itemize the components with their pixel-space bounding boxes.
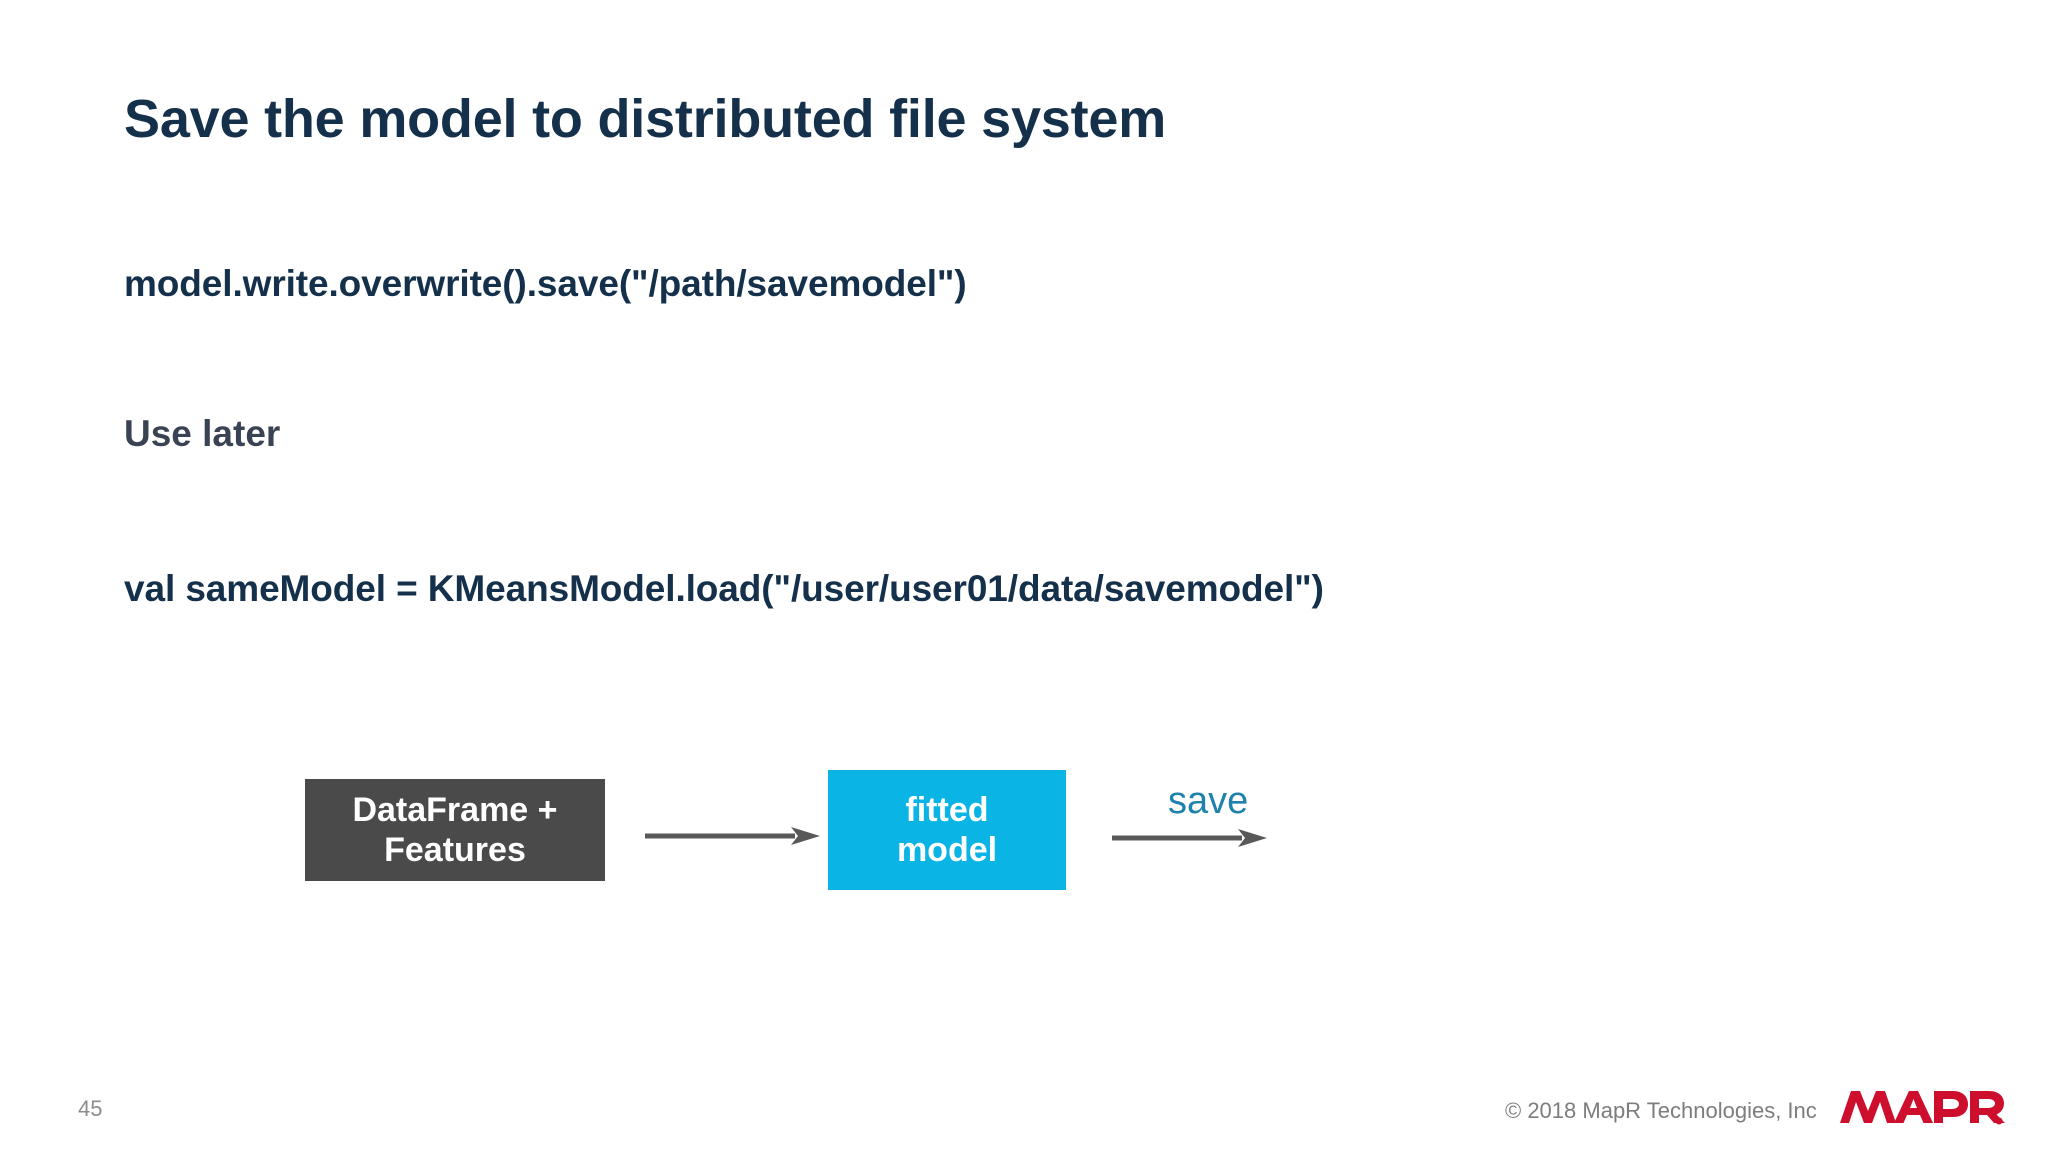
- diagram-node-dataframe-label: DataFrame + Features: [352, 790, 557, 870]
- copyright-text: © 2018 MapR Technologies, Inc: [1505, 1098, 1817, 1123]
- page-title: Save the model to distributed file syste…: [124, 89, 1167, 149]
- diagram-node-fitted-model: fitted model: [828, 770, 1066, 890]
- diagram-node-dataframe-line2: Features: [384, 831, 526, 869]
- diagram-node-fitted-model-line2: model: [896, 831, 998, 869]
- mapr-logo-icon: [1840, 1091, 2005, 1125]
- diagram-node-dataframe: DataFrame + Features: [305, 779, 605, 881]
- diagram-node-fitted-model-line1: fitted: [905, 790, 989, 829]
- diagram-arrow-label-save: save: [1168, 780, 1249, 822]
- page-number: 45: [78, 1096, 103, 1121]
- code-line-load: val sameModel = KMeansModel.load("/user/…: [124, 568, 1324, 609]
- diagram-node-fitted-model-label: fitted model: [897, 790, 997, 870]
- arrow-right-icon-2: [1112, 829, 1267, 847]
- label-use-later: Use later: [124, 413, 281, 454]
- arrow-right-icon-1: [645, 827, 820, 845]
- diagram-node-dataframe-line1: DataFrame +: [352, 790, 558, 829]
- code-line-save: model.write.overwrite().save("/path/save…: [124, 263, 967, 304]
